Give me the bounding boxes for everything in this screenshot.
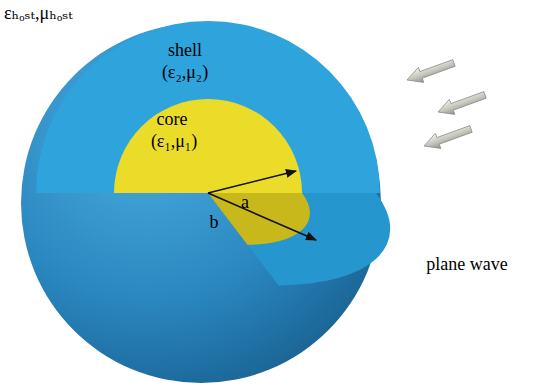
- radius-label: b: [210, 212, 219, 232]
- radius-label: a: [241, 192, 249, 212]
- radius-a-arrow: [208, 171, 296, 193]
- shell-cut-vertical: [36, 21, 380, 193]
- shell-cut-horizontal: [208, 193, 447, 285]
- wave-label: plane wave: [426, 254, 507, 274]
- wave-arrow: [435, 87, 487, 119]
- host-medium-label: εₕₒₛₜ,μₕₒₛₜ: [4, 3, 73, 23]
- region-name: core: [157, 109, 188, 129]
- core-cut-horizontal: [208, 193, 341, 245]
- material-parameters: (ε₁,μ₁): [151, 131, 197, 151]
- radius-b-arrow: [208, 193, 316, 240]
- shell-region: shell(ε₂,μ₂) core(ε₁,μ₁): [24, 20, 380, 385]
- wave-arrow: [404, 55, 456, 87]
- core-cut-vertical: [114, 99, 302, 193]
- wave-arrow: [421, 121, 473, 153]
- core-region: core(ε₁,μ₁): [114, 95, 302, 193]
- region-name: shell: [168, 40, 202, 60]
- material-parameters: (ε₂,μ₂): [162, 62, 208, 82]
